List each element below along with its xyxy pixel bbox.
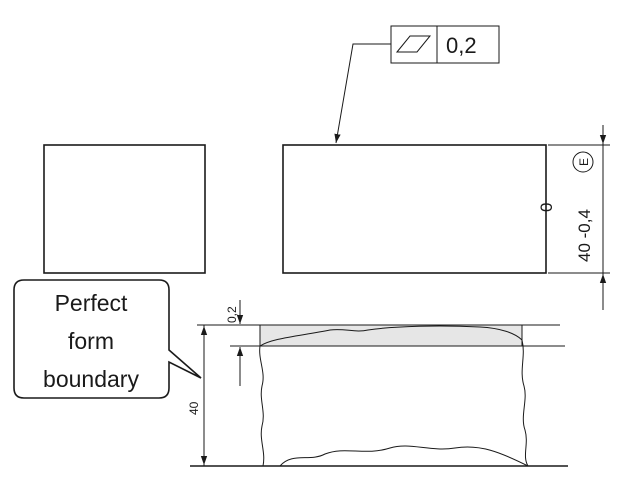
side-view-rectangle [43, 144, 206, 274]
flatness-symbol-icon [395, 35, 432, 53]
tolerance-zone-dimension: 0,2 [225, 306, 239, 323]
size-lower-deviation: 40 -0,4 [575, 209, 594, 262]
size-upper-deviation: 0 [537, 203, 556, 212]
callout-line-3: boundary [43, 366, 139, 392]
callout-line-2: form [68, 328, 114, 354]
front-view-rectangle [282, 144, 547, 274]
height-dimension: 40 [187, 401, 201, 415]
part-left-edge [259, 345, 265, 467]
feature-control-frame: 0,2 [390, 25, 500, 64]
callout-line-1: Perfect [55, 290, 128, 316]
fcf-tolerance-value: 0,2 [446, 33, 477, 58]
envelope-requirement-symbol: E [577, 158, 591, 166]
tolerance-zone [260, 325, 522, 346]
envelope-requirement-circle [572, 151, 594, 173]
actual-surface-profile [259, 325, 523, 347]
part-bottom-break-line [279, 445, 529, 467]
fcf-leader-line [334, 43, 391, 144]
part-right-edge [521, 339, 529, 467]
size-dimension: 40 -0,4 0 E [537, 125, 610, 310]
perfect-form-boundary-callout: Perfect form boundary [13, 279, 202, 399]
detail-view: 0,2 40 [187, 300, 568, 467]
